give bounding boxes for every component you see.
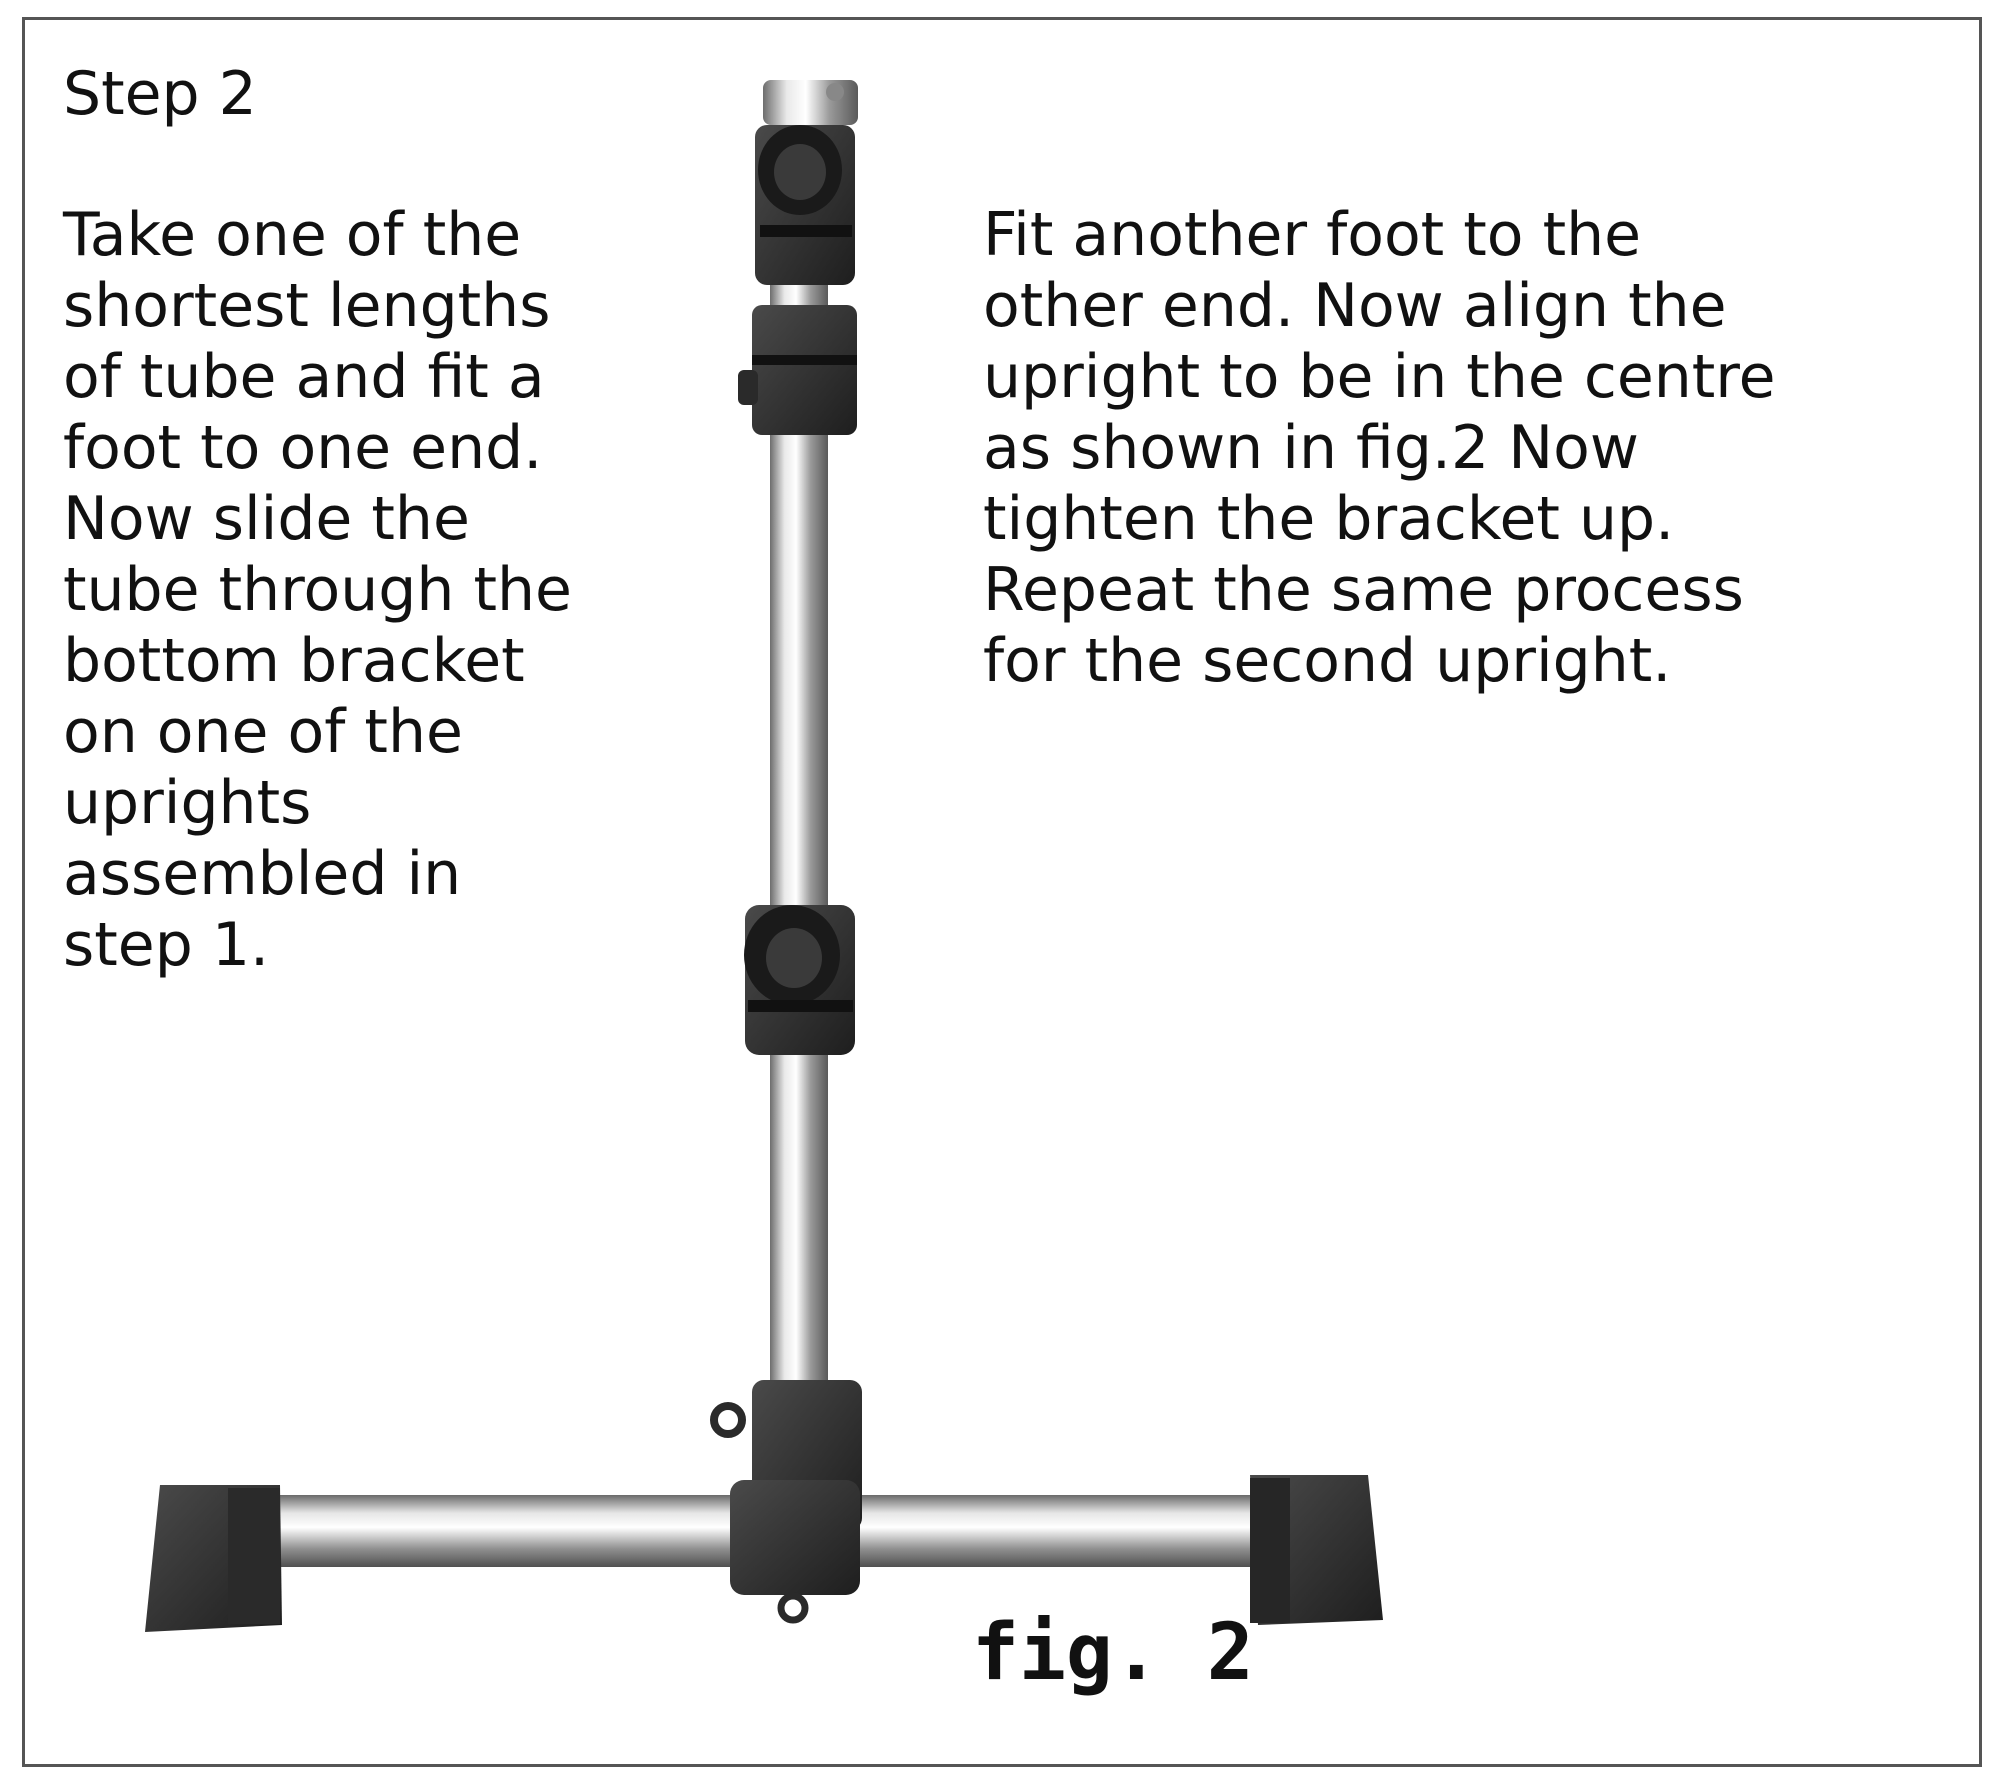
figure-caption: fig. 2 <box>972 1608 1254 1698</box>
page-frame <box>22 17 1982 1767</box>
right-foot <box>1250 1475 1383 1625</box>
instruction-right: Fit another foot to the other end. Now a… <box>983 200 1776 696</box>
step-heading: Step 2 <box>63 59 257 129</box>
top-clamp <box>763 80 858 125</box>
left-foot <box>145 1485 282 1632</box>
top-bracket <box>755 125 855 285</box>
bottom-bracket <box>710 1380 862 1624</box>
second-bracket <box>738 305 857 435</box>
middle-bracket <box>744 905 855 1055</box>
instruction-left: Take one of the shortest lengths of tube… <box>63 200 572 980</box>
